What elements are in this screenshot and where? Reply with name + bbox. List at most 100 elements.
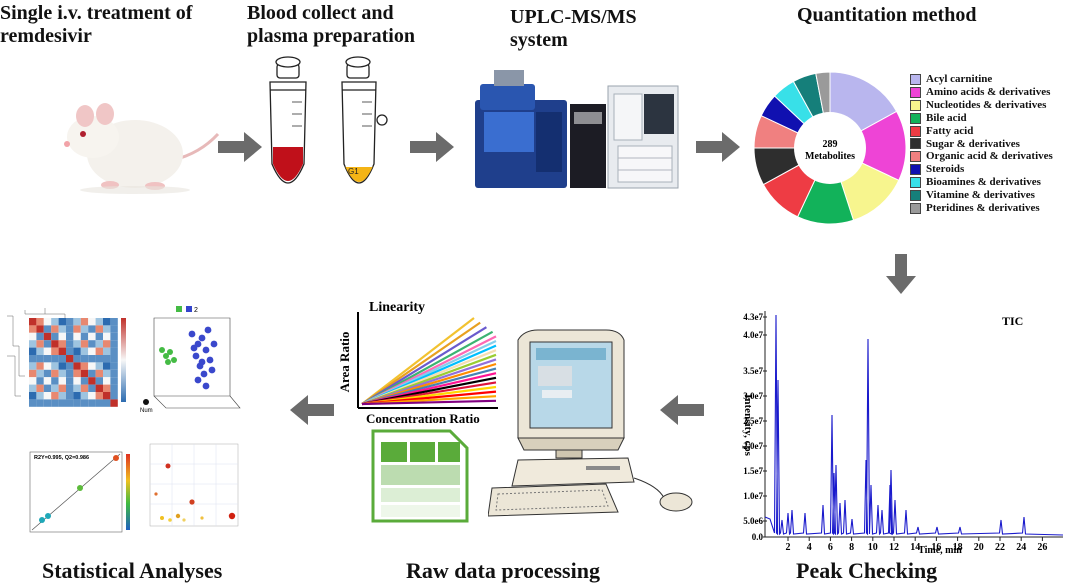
linearity-line [361,399,497,406]
legend-label: Steroids [926,163,965,176]
heatmap-cell [36,340,44,348]
heatmap-cell [43,325,52,333]
linearity-line [361,321,481,405]
heatmap-cell [36,325,44,333]
heatmap-cell [51,355,59,363]
legend-swatch [910,125,921,137]
heatmap-cell [36,369,44,378]
heatmap-cell [29,332,37,341]
heatmap-cell [80,347,89,355]
scatter-point [198,334,206,342]
tic-xtick: 2 [786,542,791,553]
tic-ytick: 5.0e6 [743,516,763,526]
tic-chromatogram: 0.05.0e61.0e71.5e72.0e72.5e73.0e73.5e74.… [742,311,1064,556]
heatmap-cell [66,355,74,363]
scatter-point [167,349,173,355]
heatmap-cell [88,392,96,400]
legend-swatch [910,164,921,176]
tic-ytick: 3.0e7 [743,391,763,401]
tic-xtick: 12 [889,542,899,553]
heatmap-cell [51,318,59,326]
heatmap-cell [80,332,89,341]
heatmap-cell [51,347,59,355]
heatmap-cell [103,325,111,333]
scatter-point [194,376,202,384]
legend-swatch [910,112,921,124]
tic-ytick: 4.3e7 [743,312,763,322]
heatmap-cell [110,362,118,370]
legend-swatch [910,73,921,85]
heatmap-cell [29,369,37,378]
tic-ytick: 1.5e7 [743,466,763,476]
heatmap-cell [36,355,44,363]
heatmap-cell [43,369,52,378]
heatmap-cell [80,392,89,400]
legend-swatch [910,86,921,98]
heatmap-cell [103,362,111,370]
heatmap-cell [73,362,81,370]
rat-illustration [64,103,220,194]
heatmap-cell [36,377,44,385]
legend-label: Bile acid [926,111,967,124]
heatmap-cell [80,340,89,348]
heatmap-cell [58,340,66,348]
tic-ytick: 3.5e7 [743,366,763,376]
legend-swatch [910,177,921,189]
heatmap-cell [95,332,103,341]
arrow-right-icon [410,132,454,162]
heatmap-cell [95,369,103,378]
legend-label: Bioamines & derivatives [926,176,1041,189]
linearity-title: Linearity [369,300,425,315]
heatmap-cell [103,377,111,385]
heatmap-cell [88,347,96,355]
heatmap-cell [103,347,111,355]
scatter-legend-label: 2 [194,307,198,314]
tic-trace [764,314,1064,536]
donut-center-label: Metabolites [805,151,855,162]
pathway-bubble-plot [149,443,239,527]
scatter-axis-label: Num [140,408,153,414]
tic-xtick: 6 [828,542,833,553]
donut-slice [828,110,907,182]
heatmap-cell [43,355,52,363]
heatmap-cell [80,318,89,326]
legend-item: Amino acids & derivatives [910,86,1053,99]
legend-label: Organic acid & derivatives [926,150,1053,163]
arrow-left-icon [660,395,704,425]
uplc-title: UPLC-MS/MS system [510,6,637,51]
heatmap-cell [110,347,118,355]
heatmap-cell [43,392,52,400]
scatter-point [202,346,210,354]
heatmap-cell [110,325,118,333]
heatmap-cell [88,340,96,348]
legend-item: Vitamine & derivatives [910,189,1053,202]
heatmap-cell [36,347,44,355]
heatmap-cell [43,377,52,385]
legend-item: Steroids [910,163,1053,176]
plasma-tubes-illustration: G1 [269,56,388,184]
heatmap-cell [95,340,103,348]
heatmap-cell [66,318,74,326]
heatmap-cell [95,399,103,407]
heatmap-cell [73,369,81,378]
heatmap-cell [29,399,37,407]
metabolite-donut-chart: 289 Metabolites [753,71,907,225]
scatter-point [198,358,206,366]
heatmap-cell [95,318,103,326]
heatmap-cell [43,340,52,348]
heatmap-cell [36,318,44,326]
heatmap-cell [73,384,81,392]
heatmap-cell [88,377,96,385]
tic-xtick: 22 [995,542,1005,553]
heatmap-cell [103,384,111,392]
heatmap-cell [51,369,59,378]
heatmap-cell [51,325,59,333]
tic-ylabel: Intensity, cps [742,394,754,456]
heatmap-cell [103,369,111,378]
heatmap-cell [66,332,74,341]
treatment-title: Single i.v. treatment of remdesivir [0,2,193,47]
heatmap-cell [110,392,118,400]
opls-validation-plot: R2Y=0.995, Q2=0.986 [29,451,130,533]
scatter-point [210,340,218,348]
uplc-msms-instrument [475,70,679,189]
